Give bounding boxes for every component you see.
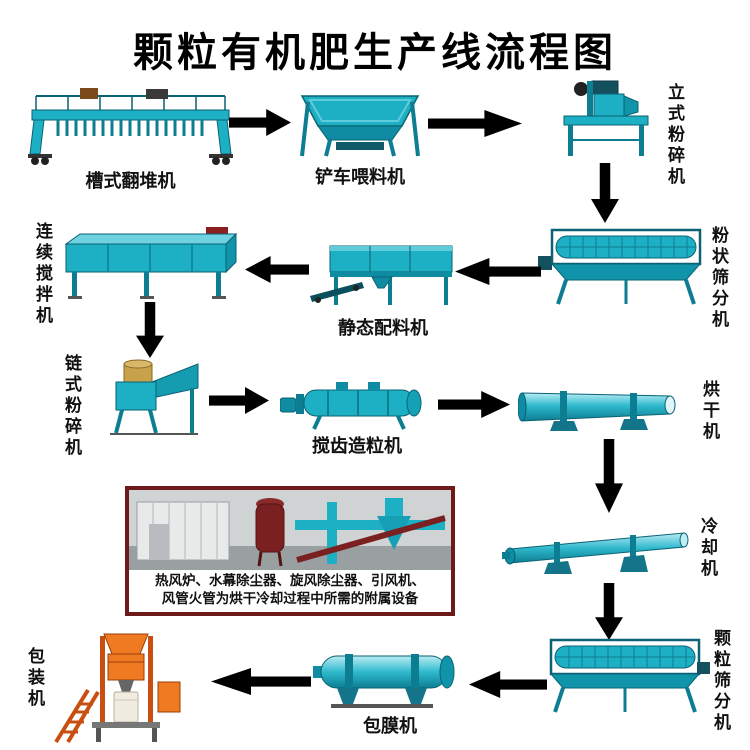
machine-packing-machine <box>48 632 206 746</box>
machine-label-static-batcher: 静态配料机 <box>338 318 428 339</box>
machine-vertical-crusher <box>552 78 660 160</box>
machine-chain-crusher <box>94 356 206 436</box>
machine-label-packing-machine: 包装机 <box>24 647 44 710</box>
arrow-coating-machine-to-packing-machine <box>211 668 311 695</box>
machine-label-continuous-mixer: 连续搅拌机 <box>32 222 52 327</box>
arrow-vertical-crusher-to-powder-screener <box>591 163 619 223</box>
arrow-chain-crusher-to-tooth-granulator <box>209 387 269 414</box>
arrow-dryer-to-cooler <box>595 439 623 513</box>
machine-trough-turner <box>28 86 233 166</box>
arrow-powder-screener-to-static-batcher <box>455 258 541 285</box>
machine-label-dryer: 烘干机 <box>699 380 719 443</box>
machine-label-powder-screener: 粉状筛分机 <box>708 226 728 331</box>
machine-label-coating-machine: 包膜机 <box>363 716 417 737</box>
machine-dryer <box>518 383 692 433</box>
auxiliary-equipment-inset: 热风炉、水幕除尘器、旋风除尘器、引风机、 风管火管为烘干冷却过程中所需的附属设备 <box>125 486 455 617</box>
inset-caption-line2: 风管火管为烘干冷却过程中所需的附属设备 <box>161 590 419 607</box>
machine-label-loader-feeder: 铲车喂料机 <box>315 167 405 188</box>
auxiliary-equipment-photo <box>129 490 451 570</box>
inset-caption-line1: 热风炉、水幕除尘器、旋风除尘器、引风机、 <box>155 573 425 589</box>
machine-static-batcher <box>310 244 456 312</box>
machine-label-trough-turner: 槽式翻堆机 <box>85 171 176 192</box>
arrow-loader-feeder-to-vertical-crusher <box>428 110 522 137</box>
inset-caption: 热风炉、水幕除尘器、旋风除尘器、引风机、 风管火管为烘干冷却过程中所需的附属设备 <box>129 570 451 612</box>
arrow-continuous-mixer-to-chain-crusher <box>136 302 164 358</box>
arrow-trough-turner-to-loader-feeder <box>229 109 291 136</box>
machine-continuous-mixer <box>56 226 244 300</box>
machine-powder-screener <box>538 226 706 308</box>
machine-label-tooth-granulator: 搅齿造粒机 <box>312 436 402 457</box>
page-title: 颗粒有机肥生产线流程图 <box>133 30 617 76</box>
machine-label-chain-crusher: 链式粉碎机 <box>61 354 81 459</box>
arrow-static-batcher-to-continuous-mixer <box>245 256 309 283</box>
machine-label-granule-screener: 颗粒筛分机 <box>710 629 730 734</box>
machine-cooler <box>502 515 696 579</box>
arrow-cooler-to-granule-screener <box>595 583 623 640</box>
machine-coating-machine <box>313 648 467 710</box>
machine-label-cooler: 冷却机 <box>697 517 717 580</box>
machine-granule-screener <box>545 636 711 714</box>
arrow-tooth-granulator-to-dryer <box>438 391 510 418</box>
arrow-granule-screener-to-coating-machine <box>469 671 547 698</box>
machine-loader-feeder <box>296 90 424 162</box>
machine-tooth-granulator <box>280 380 434 430</box>
machine-label-vertical-crusher: 立式粉碎机 <box>664 83 684 188</box>
